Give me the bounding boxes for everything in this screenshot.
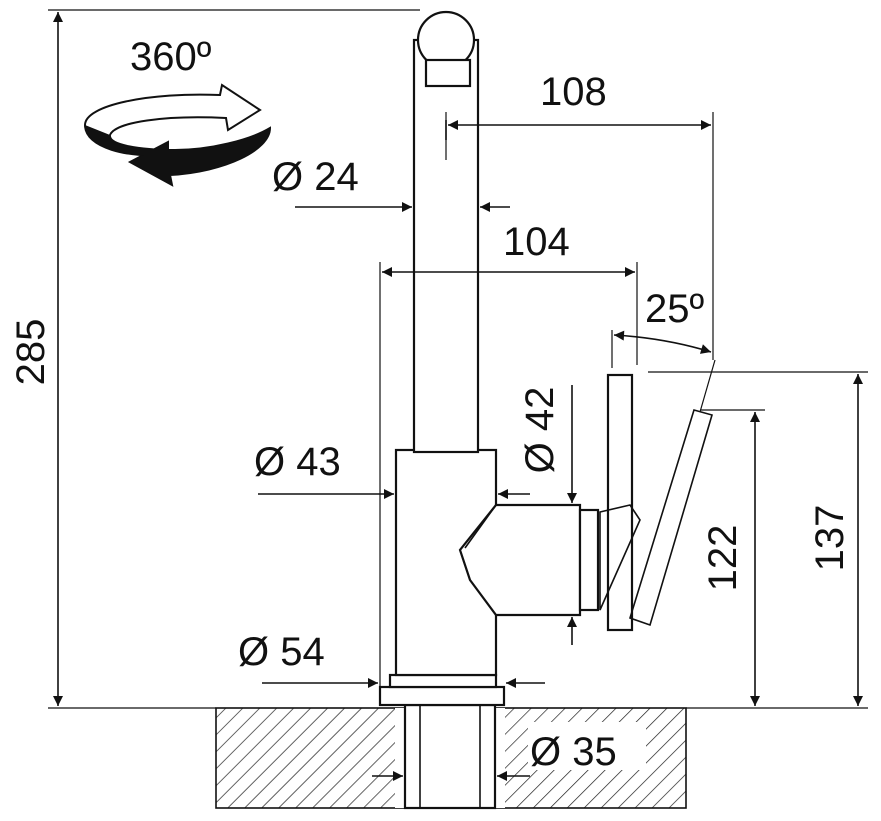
dim-total-height xyxy=(48,9,420,706)
dim-lever-height xyxy=(700,409,765,706)
cartridge-housing xyxy=(458,503,600,617)
shank-label-background xyxy=(528,722,646,770)
label-base-diameter: Ø 54 xyxy=(238,630,325,674)
label-spout-diameter: Ø 24 xyxy=(272,155,359,199)
label-spout-reach: 108 xyxy=(540,70,607,114)
spout xyxy=(412,10,480,454)
dim-handle-height xyxy=(648,371,868,706)
shank xyxy=(403,703,497,810)
label-total-height: 285 xyxy=(9,319,53,386)
label-body-reach: 104 xyxy=(503,220,570,264)
label-body-diameter: Ø 43 xyxy=(254,440,341,484)
dim-lever-angle xyxy=(611,330,716,413)
label-handle-height: 137 xyxy=(808,505,852,572)
label-lever-height: 122 xyxy=(701,525,745,592)
label-shank-diameter: Ø 35 xyxy=(530,730,617,774)
dim-spout-reach xyxy=(445,112,714,360)
lever-handle xyxy=(599,373,713,632)
rotation-icon xyxy=(83,83,272,187)
label-lever-angle: 25º xyxy=(645,287,704,331)
base-ring xyxy=(378,673,506,707)
rotation-label: 360º xyxy=(130,35,212,79)
label-lever-diameter: Ø 42 xyxy=(518,387,562,474)
